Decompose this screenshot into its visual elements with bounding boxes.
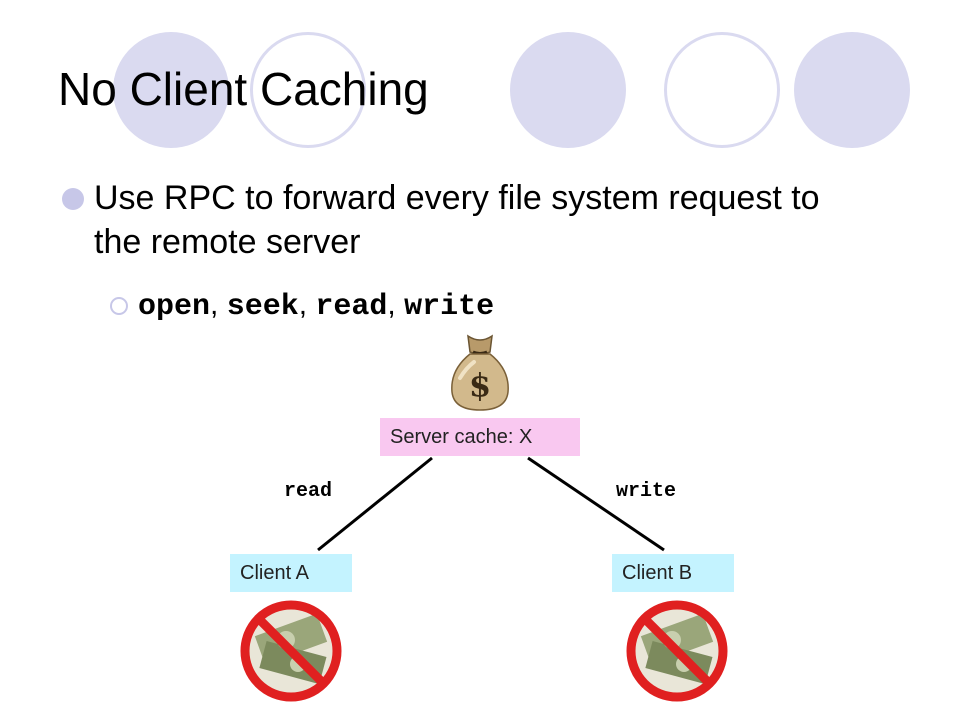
decorative-ring-2	[664, 32, 780, 148]
no-money-icon	[240, 600, 342, 702]
slide-title: No Client Caching	[58, 63, 429, 115]
cmd-open: open	[138, 290, 211, 324]
server-cache-box: Server cache: X	[380, 418, 580, 456]
separator: ,	[210, 288, 227, 321]
decorative-circle-2	[510, 32, 626, 148]
cmd-write: write	[404, 290, 495, 324]
bullet-text: Use RPC to forward every file system req…	[94, 179, 820, 261]
separator: ,	[387, 288, 405, 321]
write-label: write	[616, 480, 677, 503]
sub-bullet-text: open, seek, read, write	[138, 288, 494, 324]
read-connector	[317, 456, 433, 552]
client-b-box: Client B	[612, 554, 734, 592]
decorative-ring-1	[250, 32, 366, 148]
dollar-sign: $	[469, 366, 491, 404]
decorative-circle-1	[113, 32, 229, 148]
bullet-icon	[62, 188, 84, 210]
separator: ,	[298, 288, 316, 321]
money-bag-icon: $	[451, 334, 509, 411]
write-connector	[527, 456, 665, 552]
no-money-icon	[626, 600, 728, 702]
decorative-circle-3	[794, 32, 910, 148]
sub-bullet-icon	[110, 297, 128, 315]
cmd-seek: seek	[226, 290, 299, 324]
client-a-box: Client A	[230, 554, 352, 592]
cmd-read: read	[315, 290, 388, 324]
read-label: read	[284, 480, 333, 503]
